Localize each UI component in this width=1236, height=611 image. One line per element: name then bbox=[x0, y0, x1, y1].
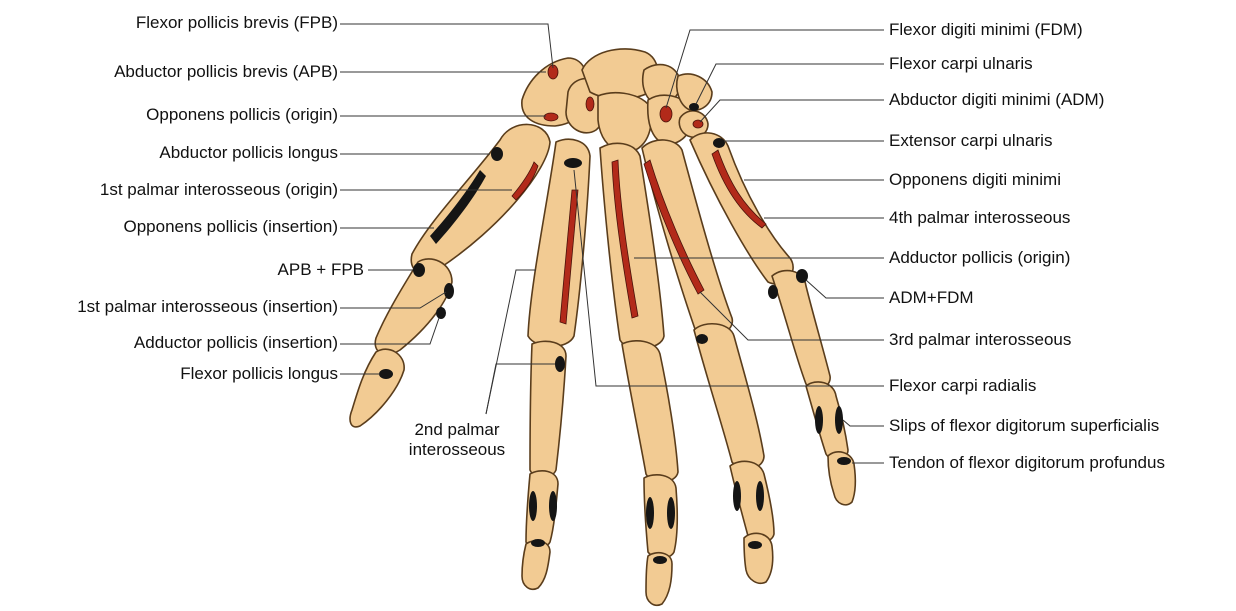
little-proximal-phalanx bbox=[772, 271, 830, 390]
pi3-dot bbox=[696, 334, 708, 344]
ring-distal-phalanx bbox=[744, 533, 773, 583]
label-flexor-digiti-minimi: Flexor digiti minimi (FDM) bbox=[889, 20, 1083, 40]
thumb-proximal-phalanx bbox=[375, 259, 452, 355]
label-4th-palmar-interosseous: 4th palmar interosseous bbox=[889, 208, 1070, 228]
ring-fds-right bbox=[756, 481, 764, 511]
label-2nd-palmar-line1: 2nd palmar bbox=[392, 420, 522, 440]
middle-fdp bbox=[653, 556, 667, 564]
op-origin-attachment bbox=[544, 113, 558, 121]
label-apb-fpb: APB + FPB bbox=[278, 260, 364, 280]
ring-proximal-phalanx bbox=[694, 324, 764, 469]
label-flexor-carpi-ulnaris: Flexor carpi ulnaris bbox=[889, 54, 1033, 74]
label-abductor-pollicis-longus: Abductor pollicis longus bbox=[159, 143, 338, 163]
label-abductor-digiti-minimi: Abductor digiti minimi (ADM) bbox=[889, 90, 1104, 110]
leader-pi2 bbox=[486, 270, 536, 414]
label-opponens-pollicis-origin: Opponens pollicis (origin) bbox=[146, 105, 338, 125]
label-flexor-pollicis-brevis: Flexor pollicis brevis (FPB) bbox=[136, 13, 338, 33]
label-1st-palmar-interosseous-origin: 1st palmar interosseous (origin) bbox=[100, 180, 338, 200]
leader-fcu bbox=[696, 64, 884, 104]
trapezoid-attachment bbox=[586, 97, 594, 111]
label-flexor-pollicis-longus: Flexor pollicis longus bbox=[180, 364, 338, 384]
leader-adm bbox=[700, 100, 884, 122]
index-fds-right bbox=[549, 491, 557, 521]
admfdm-dot bbox=[796, 269, 808, 283]
leader-fds bbox=[843, 420, 884, 426]
apb-fpb-dot bbox=[413, 263, 425, 277]
ecu-dot bbox=[713, 138, 725, 148]
index-fds-left bbox=[529, 491, 537, 521]
little-fdp bbox=[837, 457, 851, 465]
ap-insertion-dot bbox=[436, 307, 446, 319]
fcr-dot bbox=[564, 158, 582, 168]
adm-attachment bbox=[693, 120, 703, 128]
fpl-dot bbox=[379, 369, 393, 379]
ring-fds-left bbox=[733, 481, 741, 511]
thumb-distal-phalanx bbox=[350, 349, 404, 427]
middle-fds-left bbox=[646, 497, 654, 529]
label-adm-fdm: ADM+FDM bbox=[889, 288, 974, 308]
apl-dot bbox=[491, 147, 503, 161]
label-abductor-pollicis-brevis: Abductor pollicis brevis (APB) bbox=[114, 62, 338, 82]
leader-adm-fdm bbox=[806, 280, 884, 298]
middle-fds-right bbox=[667, 497, 675, 529]
index-distal-phalanx bbox=[522, 541, 550, 590]
label-extensor-carpi-ulnaris: Extensor carpi ulnaris bbox=[889, 131, 1052, 151]
index-fdp bbox=[531, 539, 545, 547]
label-flexor-carpi-radialis: Flexor carpi radialis bbox=[889, 376, 1036, 396]
label-1st-palmar-interosseous-insertion: 1st palmar interosseous (insertion) bbox=[77, 297, 338, 317]
label-adductor-pollicis-insertion: Adductor pollicis (insertion) bbox=[134, 333, 338, 353]
little-fds-left bbox=[815, 406, 823, 434]
ring-fdp bbox=[748, 541, 762, 549]
little-fds-right bbox=[835, 406, 843, 434]
little-prox-dot bbox=[768, 285, 778, 299]
label-opponens-pollicis-insertion: Opponens pollicis (insertion) bbox=[124, 217, 339, 237]
label-adductor-pollicis-origin: Adductor pollicis (origin) bbox=[889, 248, 1070, 268]
leader-fpb bbox=[340, 24, 553, 68]
label-2nd-palmar-line2: interosseous bbox=[392, 440, 522, 460]
index-pi2-dot bbox=[555, 356, 565, 372]
pi1-insertion-dot bbox=[444, 283, 454, 299]
metacarpal-1 bbox=[411, 124, 550, 273]
label-tendon-fdp: Tendon of flexor digitorum profundus bbox=[889, 453, 1165, 473]
label-3rd-palmar-interosseous: 3rd palmar interosseous bbox=[889, 330, 1071, 350]
hamulus-attachment bbox=[660, 106, 672, 122]
middle-proximal-phalanx bbox=[622, 341, 678, 482]
fcu-dot bbox=[689, 103, 699, 111]
label-2nd-palmar-interosseous: 2nd palmar interosseous bbox=[392, 420, 522, 460]
label-opponens-digiti-minimi: Opponens digiti minimi bbox=[889, 170, 1061, 190]
label-slips-fds: Slips of flexor digitorum superficialis bbox=[889, 416, 1159, 436]
bones bbox=[350, 49, 855, 605]
